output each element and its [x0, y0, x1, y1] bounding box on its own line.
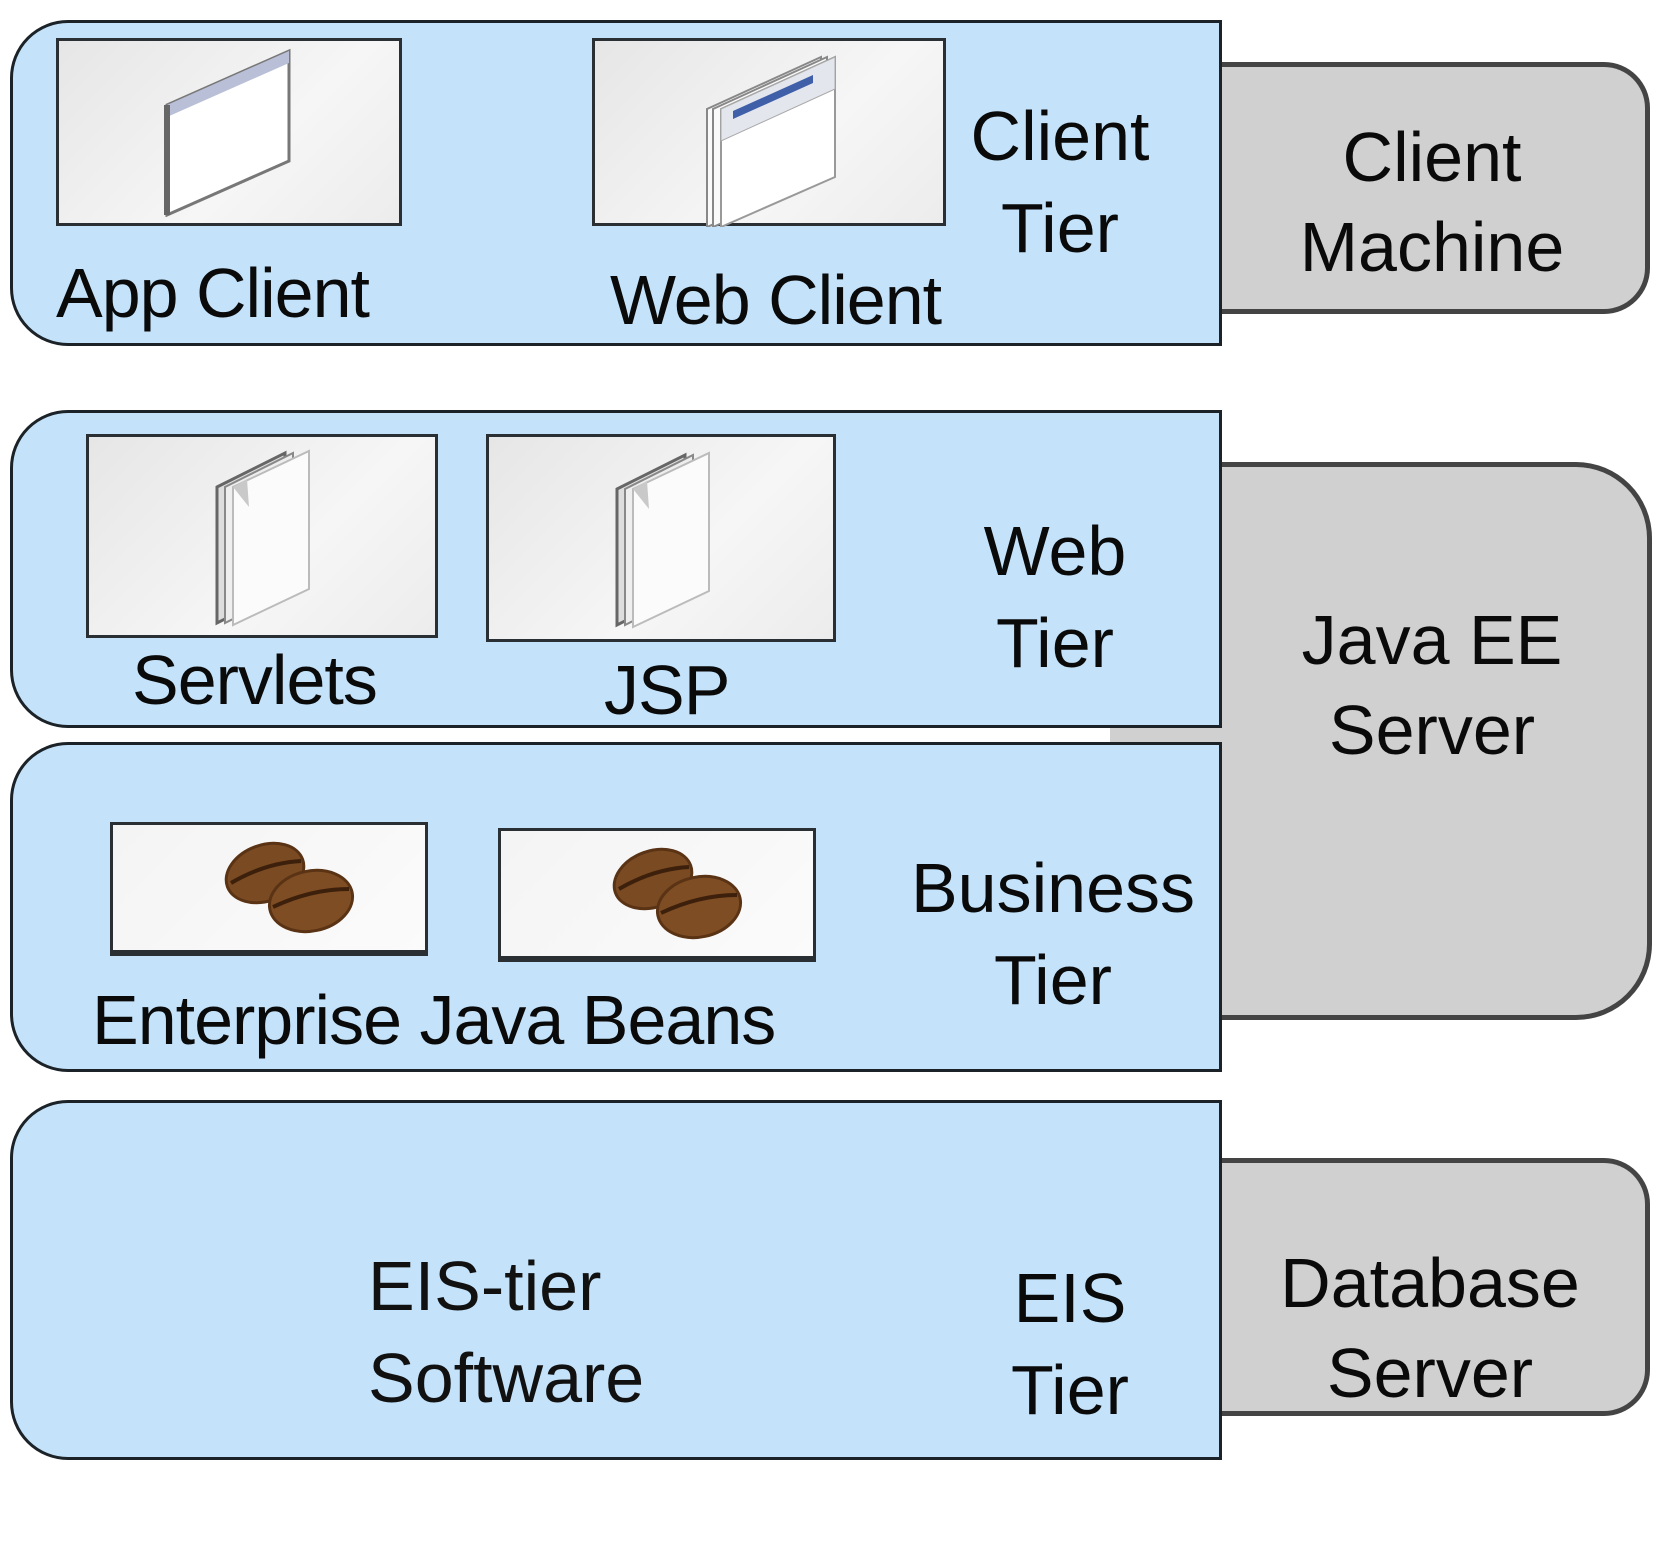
app-client-box[interactable] [56, 38, 402, 226]
client-machine-label: Client Machine [1299, 118, 1565, 286]
document-stack-icon [613, 451, 713, 629]
web-client-box[interactable] [592, 38, 946, 227]
web-tier-label: Web Tier [983, 512, 1127, 682]
browser-window-icon [703, 49, 839, 227]
jsp-label: JSP [604, 651, 730, 729]
ejb-box-2[interactable] [498, 828, 816, 962]
ejb-label: Enterprise Java Beans [92, 981, 776, 1059]
document-stack-icon [213, 449, 313, 627]
app-client-label: App Client [56, 254, 370, 332]
web-client-label: Web Client [610, 261, 942, 339]
eis-tier [10, 1100, 1222, 1460]
database-server-label: Database Server [1280, 1244, 1580, 1412]
servlets-label: Servlets [132, 641, 378, 719]
jsp-box[interactable] [486, 434, 836, 642]
client-tier-label: Client Tier [970, 97, 1150, 267]
coffee-beans-icon [609, 845, 745, 941]
eis-tier-label: EIS Tier [1011, 1259, 1129, 1429]
database-server-box [1210, 1158, 1650, 1416]
client-machine-box [1210, 62, 1650, 314]
ejb-box-1[interactable] [110, 822, 428, 956]
coffee-beans-icon [221, 839, 357, 935]
servlets-box[interactable] [86, 434, 438, 638]
javaee-server-label: Java EE Server [1301, 601, 1563, 769]
eis-tier-software-label: EIS-tier Software [368, 1247, 645, 1417]
app-window-icon [163, 47, 295, 217]
business-tier-label: Business Tier [910, 849, 1196, 1019]
